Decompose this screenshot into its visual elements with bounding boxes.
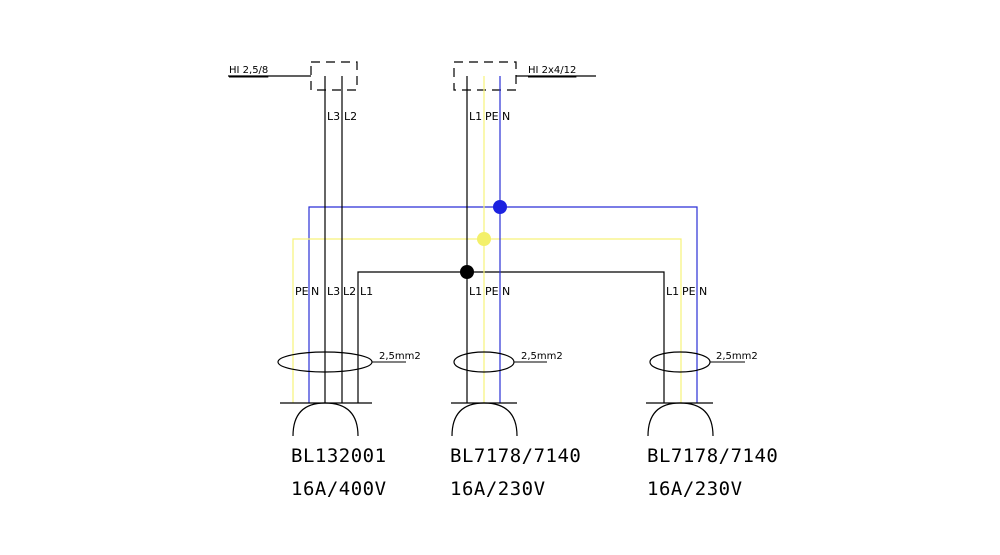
feed-left-terminal-box: [310, 61, 358, 91]
socket-1-cable-size: 2,5mm2: [379, 351, 421, 362]
socket-3: L1 PE N 2,5mm2 BL7178/7140 16A/230V: [646, 285, 778, 500]
l1-junction-dot: [460, 265, 474, 279]
socket-3-label-n: N: [699, 285, 707, 298]
socket-1-label-n: N: [311, 285, 319, 298]
feeder-lines: [324, 76, 501, 403]
socket-3-rating: 16A/230V: [647, 478, 743, 500]
feed-left: HI 2,5/8 L3 L2: [228, 61, 358, 123]
socket-2-symbol-icon: [451, 402, 518, 437]
socket-1-label-l2: L2: [343, 285, 356, 298]
socket-2-cable-size: 2,5mm2: [521, 351, 563, 362]
pe-busbar: [292, 238, 682, 403]
socket-2-model: BL7178/7140: [450, 445, 581, 467]
feed-right-cable-label: HI 2x4/12: [528, 65, 576, 76]
feed-right-terminal-box: [453, 61, 517, 91]
socket-2: L1 PE N 2,5mm2 BL7178/7140 16A/230V: [450, 285, 581, 500]
socket-1: PE N L3 L2 L1 2,5mm2 BL132001 16A/400V: [277, 285, 421, 500]
socket-1-label-pe: PE: [295, 285, 309, 298]
socket-2-label-n: N: [502, 285, 510, 298]
feed-left-label-l3: L3: [327, 110, 340, 123]
n-junction-dot: [493, 200, 507, 214]
feed-left-cable-label: HI 2,5/8: [229, 65, 268, 76]
socket-2-rating: 16A/230V: [450, 478, 546, 500]
socket-3-cable-size: 2,5mm2: [716, 351, 758, 362]
feed-right-label-l1: L1: [469, 110, 482, 123]
n-busbar: [308, 206, 698, 403]
socket-1-model: BL132001: [291, 445, 387, 467]
socket-1-symbol-icon: [292, 402, 359, 437]
socket-1-label-l1: L1: [360, 285, 373, 298]
socket-1-rating: 16A/400V: [291, 478, 387, 500]
feed-left-label-l2: L2: [344, 110, 357, 123]
feed-right-label-pe: PE: [485, 110, 499, 123]
feed-right-label-n: N: [502, 110, 510, 123]
busbars: [292, 206, 698, 403]
feed-right: HI 2x4/12 L1 PE N: [453, 61, 596, 123]
socket-1-label-l3: L3: [327, 285, 340, 298]
socket-3-label-l1: L1: [666, 285, 679, 298]
l1-busbar: [357, 271, 665, 403]
socket-2-label-l1: L1: [469, 285, 482, 298]
socket-3-symbol-icon: [647, 402, 714, 437]
socket-3-cable-bundle: [649, 351, 711, 373]
socket-3-label-pe: PE: [682, 285, 696, 298]
socket-3-model: BL7178/7140: [647, 445, 778, 467]
pe-junction-dot: [477, 232, 491, 246]
socket-2-label-pe: PE: [485, 285, 499, 298]
